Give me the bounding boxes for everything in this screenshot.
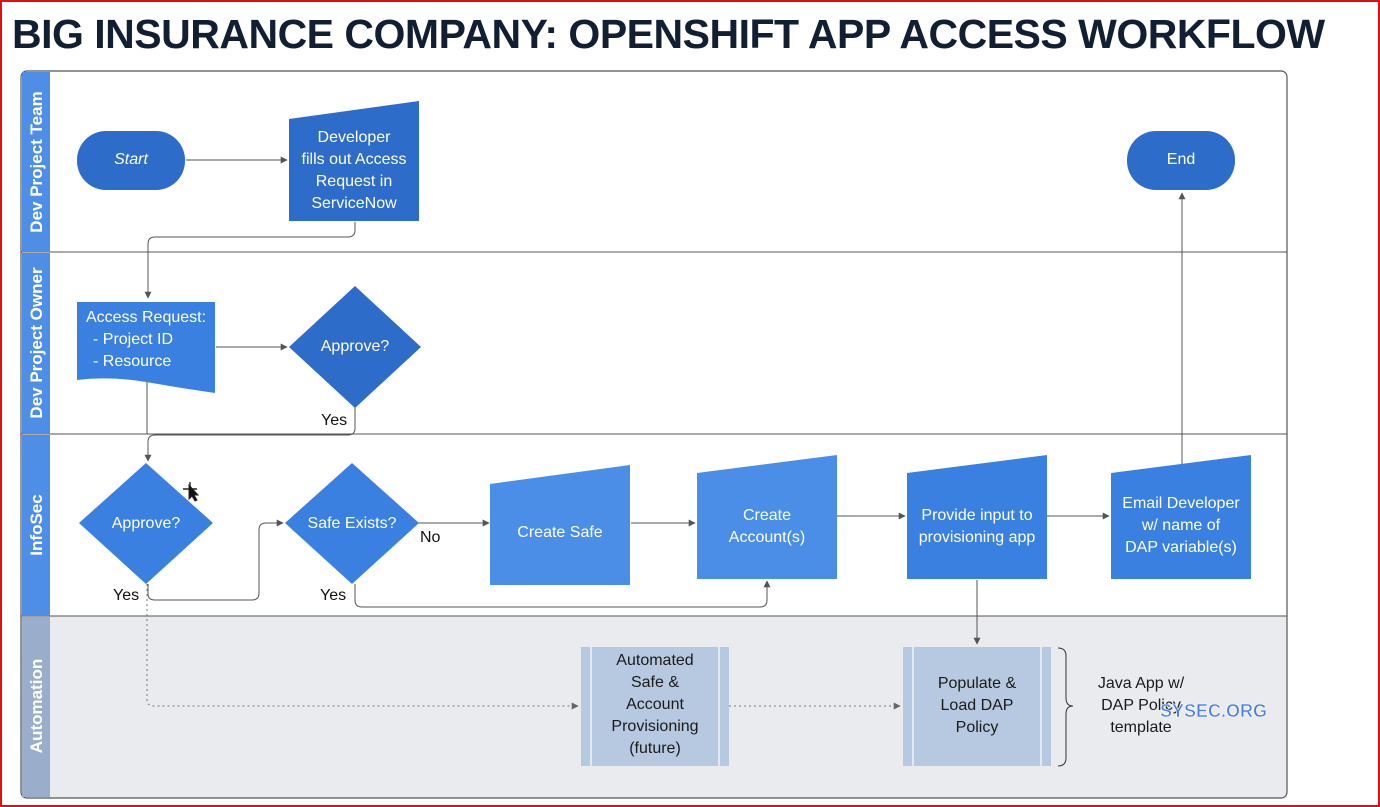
- node-access-request: Access Request: - Project ID - Resource: [77, 302, 215, 393]
- node-email-developer: Email Developer w/ name of DAP variable(…: [1111, 455, 1251, 579]
- developer-request-line-3: Request in: [316, 173, 393, 190]
- end-label: End: [1167, 151, 1195, 168]
- automated-safe-shape: [581, 647, 729, 766]
- end-terminator: [1127, 131, 1235, 190]
- provide-input-line-2: provisioning app: [919, 529, 1036, 546]
- automated-safe-line-3: Account: [626, 696, 684, 713]
- lane-label-dev-owner: Dev Project Owner: [27, 267, 46, 419]
- edge-safe-yes-to-create-accounts: [354, 580, 771, 608]
- safe-exists-diamond: [285, 463, 419, 584]
- access-request-line-2: - Project ID: [93, 331, 173, 348]
- move-cursor-icon: [183, 482, 200, 502]
- lane-bar-automation: [22, 617, 50, 797]
- node-create-accounts: Create Account(s): [697, 455, 837, 579]
- automated-safe-line-2: Safe &: [631, 674, 679, 691]
- start-terminator: [77, 131, 185, 190]
- automated-safe-line-1: Automated: [616, 652, 693, 669]
- lane-label-automation: Automation: [27, 659, 46, 753]
- dotted-connectors: [146, 584, 901, 710]
- create-safe-label: Create Safe: [517, 524, 602, 541]
- access-request-line-1: Access Request:: [86, 309, 206, 326]
- node-provide-input: Provide input to provisioning app: [907, 455, 1047, 579]
- access-request-line-3: - Resource: [93, 353, 171, 370]
- note-line-1: Java App w/: [1098, 675, 1185, 692]
- edge-infosec-yes-to-safe-exists: [147, 519, 284, 601]
- page-title: BIG INSURANCE COMPANY: OPENSHIFT APP ACC…: [12, 11, 1325, 57]
- lane-label-dev-team: Dev Project Team: [27, 91, 46, 232]
- create-accounts-shape: [697, 455, 837, 579]
- automated-safe-line-4: Provisioning: [611, 718, 698, 735]
- create-accounts-line-1: Create: [743, 507, 791, 524]
- developer-request-line-2: fills out Access: [302, 151, 407, 168]
- watermark: SYSEC.ORG: [1160, 701, 1267, 721]
- create-accounts-line-2: Account(s): [729, 529, 805, 546]
- populate-dap-line-2: Load DAP: [941, 697, 1014, 714]
- connectors: [144, 156, 1186, 645]
- node-owner-approve: Approve?: [289, 286, 421, 408]
- infosec-yes-label: Yes: [113, 587, 139, 604]
- lane-bar-dev-team: [22, 72, 50, 252]
- provide-input-line-1: Provide input to: [921, 507, 1032, 524]
- provide-input-shape: [907, 455, 1047, 579]
- access-request-document: [77, 302, 215, 393]
- email-developer-line-3: DAP variable(s): [1125, 539, 1237, 556]
- email-developer-shape: [1111, 455, 1251, 579]
- lane-bar-infosec: [22, 435, 50, 616]
- email-developer-line-1: Email Developer: [1122, 495, 1240, 512]
- populate-dap-line-3: Policy: [956, 719, 999, 736]
- node-start: Start: [77, 131, 185, 190]
- edge-owner-yes-to-infosec: [144, 407, 356, 462]
- populate-dap-shape: [903, 647, 1051, 766]
- developer-request-line-4: ServiceNow: [311, 195, 397, 212]
- node-populate-dap: Populate & Load DAP Policy: [903, 647, 1051, 766]
- create-safe-shape: [490, 465, 630, 585]
- safe-no-label: No: [420, 529, 441, 546]
- note-line-3: template: [1110, 719, 1171, 736]
- automated-safe-line-5: (future): [629, 740, 681, 757]
- node-create-safe: Create Safe: [490, 465, 630, 585]
- node-infosec-approve: Approve?: [79, 463, 213, 584]
- edge-dotted-to-automated-safe: [146, 584, 579, 710]
- node-automated-safe: Automated Safe & Account Provisioning (f…: [581, 647, 729, 766]
- lane-bar-dev-owner: [22, 253, 50, 434]
- safe-exists-label: Safe Exists?: [308, 515, 397, 532]
- node-end: End: [1127, 131, 1235, 190]
- developer-request-shape: [289, 101, 419, 221]
- annotation-note: Java App w/ DAP Policy template: [1098, 675, 1185, 736]
- infosec-approve-label: Approve?: [112, 515, 181, 532]
- start-label: Start: [114, 151, 148, 168]
- infosec-approve-diamond: [79, 463, 213, 584]
- owner-yes-label: Yes: [321, 412, 347, 429]
- populate-dap-line-1: Populate &: [938, 675, 1017, 692]
- node-safe-exists: Safe Exists?: [285, 463, 419, 584]
- safe-yes-label: Yes: [320, 587, 346, 604]
- email-developer-line-2: w/ name of: [1141, 517, 1221, 534]
- developer-request-line-1: Developer: [318, 129, 392, 146]
- owner-approve-label: Approve?: [321, 338, 390, 355]
- note-line-2: DAP Policy: [1101, 697, 1181, 714]
- edge-developer-to-access-request: [144, 222, 356, 299]
- annotation-brace: [1057, 647, 1074, 767]
- node-developer-request: Developer fills out Access Request in Se…: [289, 101, 419, 221]
- owner-approve-diamond: [289, 286, 421, 408]
- lane-label-infosec: InfoSec: [27, 494, 46, 555]
